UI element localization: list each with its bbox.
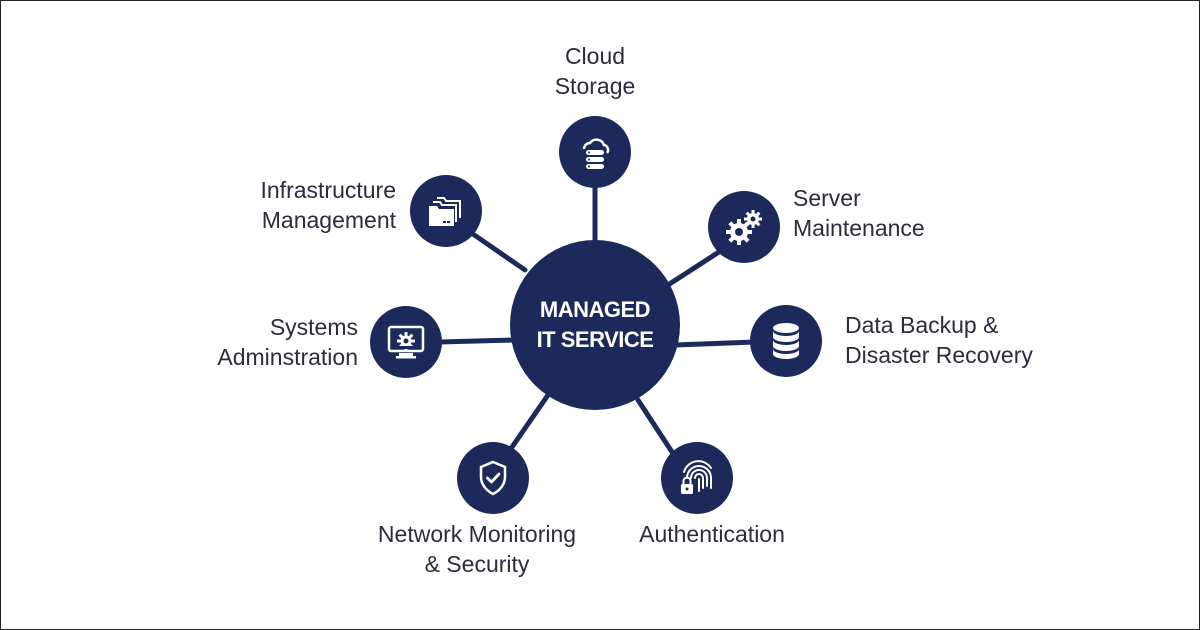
shield-check-icon	[479, 460, 507, 496]
connector-server-maintenance	[665, 247, 725, 288]
data-backup-label-line2: Disaster Recovery	[845, 342, 1033, 368]
fingerprint-lock-icon	[681, 460, 712, 494]
managed-it-service-hub: MANAGED IT SERVICE	[510, 240, 680, 410]
systems-administration-label-line2: Adminstration	[217, 344, 358, 370]
infrastructure-management-node	[410, 175, 482, 247]
authentication-node	[661, 442, 733, 514]
server-maintenance-node	[708, 191, 780, 263]
hub-title-line1: MANAGED	[539, 297, 651, 322]
authentication-label-line1: Authentication	[639, 521, 785, 547]
folders-icon	[429, 197, 461, 226]
gears-icon	[726, 210, 762, 245]
infrastructure-management-label: Infrastructure Management	[196, 175, 397, 235]
data-backup-node	[750, 305, 822, 377]
hub-title-line2: IT SERVICE	[536, 327, 654, 352]
database-icon	[773, 323, 799, 359]
infrastructure-management-label-line1: Infrastructure	[260, 177, 397, 203]
data-backup-label-line1: Data Backup &	[845, 312, 999, 338]
data-backup-label: Data Backup & Disaster Recovery	[845, 310, 1033, 370]
infrastructure-management-label-line2: Management	[261, 207, 396, 233]
server-maintenance-label: Server Maintenance	[793, 183, 925, 243]
connector-authentication	[635, 397, 675, 455]
connector-data-backup	[672, 339, 758, 348]
cloud-storage-label-line2: Storage	[554, 73, 636, 99]
cloud-server-icon	[582, 138, 610, 169]
connector-infrastructure	[467, 229, 528, 273]
network-monitoring-label-line1: Network Monitoring	[377, 521, 577, 547]
network-monitoring-node	[457, 442, 529, 514]
network-monitoring-label-line2: & Security	[424, 551, 530, 577]
authentication-label: Authentication	[612, 519, 812, 549]
cloud-storage-label-line1: Cloud	[564, 43, 626, 69]
systems-administration-label-line1: Systems	[269, 314, 358, 340]
network-monitoring-label: Network Monitoring & Security	[366, 519, 588, 579]
connector-network-monitoring	[507, 392, 551, 453]
systems-administration-node	[370, 306, 442, 378]
connector-systems-administration	[437, 337, 518, 345]
cloud-storage-label: Cloud Storage	[540, 41, 650, 101]
systems-administration-label: Systems Adminstration	[180, 312, 358, 372]
server-maintenance-label-line2: Maintenance	[793, 215, 925, 241]
cloud-storage-node	[559, 116, 631, 188]
monitor-gear-icon	[387, 325, 425, 359]
server-maintenance-label-line1: Server	[793, 185, 861, 211]
